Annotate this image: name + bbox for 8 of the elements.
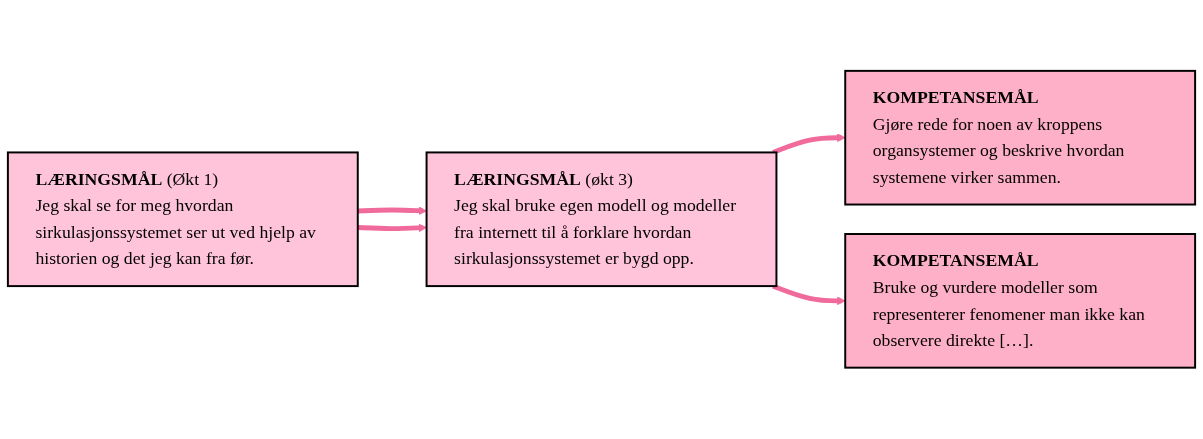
node-box: KOMPETANSEMÅL Gjøre rede for noen av kroppens organsystemer og beskrive hvordan systemene virker sammen. (844, 70, 1197, 206)
arrow (772, 284, 846, 306)
arrow (357, 206, 427, 216)
node-box: LÆRINGSMÅL (økt 3) Jeg skal bruke egen modell og modeller fra internett til å forklare hvordan sirkulasjonssystemet er bygd opp. (425, 151, 778, 288)
arrow (357, 223, 427, 233)
node-box: LÆRINGSMÅL (Økt 1) Jeg skal se for meg hvordan sirkulasjonssystemet ser ut ved hjelp av historien og det jeg kan fra før. (6, 151, 359, 288)
node-box: KOMPETANSEMÅL Bruke og vurdere modeller som representerer fenomener man ikke kan observere direkte […]. (844, 233, 1197, 369)
arrow (772, 133, 846, 155)
